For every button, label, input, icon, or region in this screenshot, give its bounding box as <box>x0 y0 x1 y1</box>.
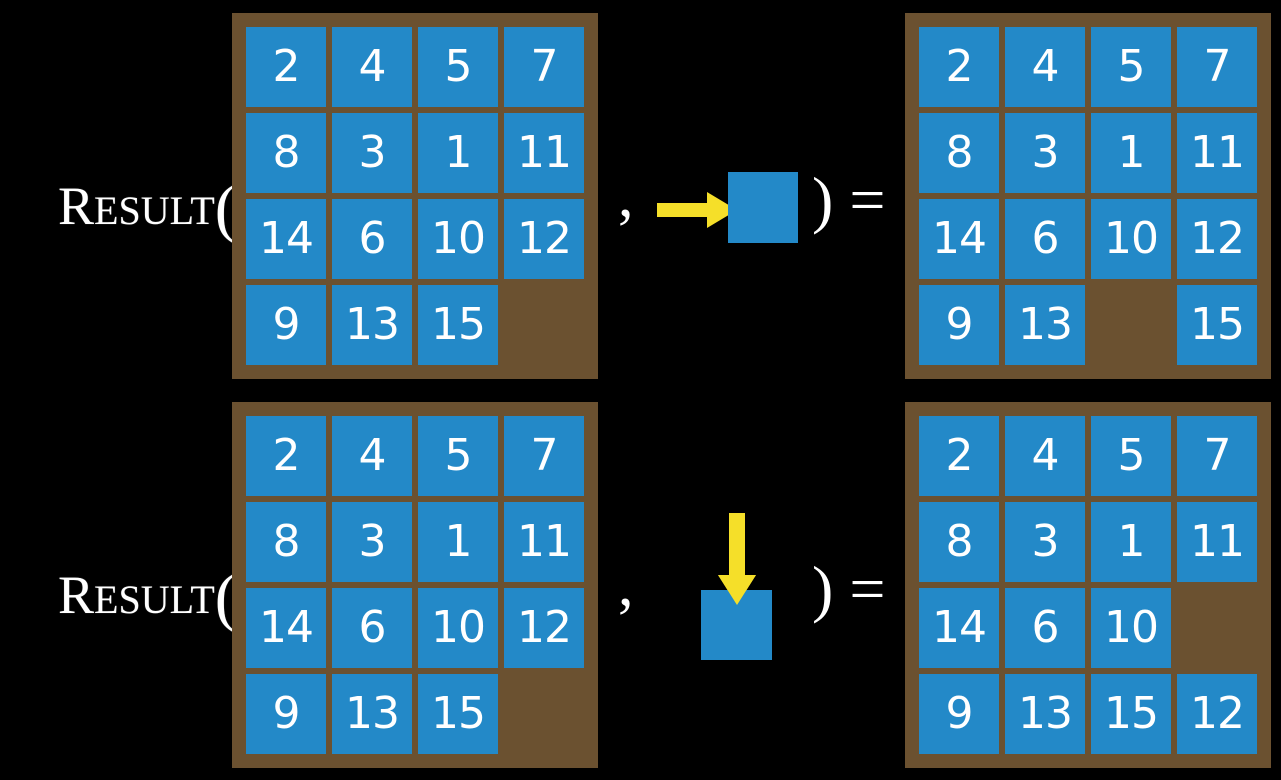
tile[interactable]: 14 <box>919 199 999 279</box>
tile[interactable]: 3 <box>1005 502 1085 582</box>
tile[interactable]: 12 <box>504 199 584 279</box>
tile[interactable]: 11 <box>504 502 584 582</box>
result-label-row-1: RESULT( <box>58 170 237 242</box>
tile[interactable]: 11 <box>504 113 584 193</box>
tile[interactable]: 14 <box>246 199 326 279</box>
tile[interactable]: 13 <box>332 285 412 365</box>
blank-tile <box>1177 588 1257 668</box>
tile[interactable]: 15 <box>418 674 498 754</box>
separator-comma-row-2: , <box>618 551 634 619</box>
blank-tile-target-row-1 <box>728 172 798 243</box>
tile[interactable]: 10 <box>418 588 498 668</box>
tile[interactable]: 11 <box>1177 113 1257 193</box>
tile[interactable]: 10 <box>1091 199 1171 279</box>
tile[interactable]: 6 <box>1005 199 1085 279</box>
tile[interactable]: 7 <box>504 27 584 107</box>
result-label-lead-row-1: R <box>58 176 95 236</box>
tile[interactable]: 5 <box>418 27 498 107</box>
tile[interactable]: 13 <box>1005 674 1085 754</box>
tile[interactable]: 14 <box>919 588 999 668</box>
result-label-rest-row-1: ESULT <box>94 188 215 233</box>
output-board-row-2[interactable]: 2 4 5 7 8 3 1 11 14 6 10 9 13 15 12 <box>905 402 1271 768</box>
tile[interactable]: 3 <box>332 502 412 582</box>
tile[interactable]: 5 <box>418 416 498 496</box>
tile[interactable]: 6 <box>332 199 412 279</box>
tile[interactable]: 2 <box>919 27 999 107</box>
arrow-down-icon-tip <box>718 513 756 605</box>
tile[interactable]: 7 <box>1177 27 1257 107</box>
tile[interactable]: 2 <box>246 416 326 496</box>
tile[interactable]: 10 <box>418 199 498 279</box>
tile[interactable]: 2 <box>246 27 326 107</box>
tile[interactable]: 1 <box>1091 502 1171 582</box>
result-open-paren-row-2: ( <box>214 561 237 634</box>
tile[interactable]: 8 <box>246 502 326 582</box>
tile[interactable]: 10 <box>1091 588 1171 668</box>
blank-tile <box>504 285 584 365</box>
tile[interactable]: 6 <box>332 588 412 668</box>
tile[interactable]: 12 <box>504 588 584 668</box>
tile[interactable]: 2 <box>919 416 999 496</box>
tile[interactable]: 7 <box>504 416 584 496</box>
tile[interactable]: 8 <box>919 502 999 582</box>
close-paren-equals-row-2: ) = <box>812 553 886 624</box>
tile[interactable]: 15 <box>1091 674 1171 754</box>
result-label-row-2: RESULT( <box>58 559 237 631</box>
tile[interactable]: 3 <box>332 113 412 193</box>
tile[interactable]: 1 <box>418 502 498 582</box>
tile[interactable]: 15 <box>1177 285 1257 365</box>
result-open-paren-row-1: ( <box>214 172 237 245</box>
tile[interactable]: 5 <box>1091 27 1171 107</box>
result-label-rest-row-2: ESULT <box>94 577 215 622</box>
tile[interactable]: 4 <box>1005 416 1085 496</box>
tile[interactable]: 7 <box>1177 416 1257 496</box>
blank-tile <box>504 674 584 754</box>
input-board-row-2[interactable]: 2 4 5 7 8 3 1 11 14 6 10 12 9 13 15 <box>232 402 598 768</box>
tile[interactable]: 9 <box>246 285 326 365</box>
tile[interactable]: 4 <box>1005 27 1085 107</box>
tile[interactable]: 6 <box>1005 588 1085 668</box>
tile[interactable]: 3 <box>1005 113 1085 193</box>
tile[interactable]: 8 <box>246 113 326 193</box>
blank-tile <box>1091 285 1171 365</box>
tile[interactable]: 4 <box>332 27 412 107</box>
tile[interactable]: 12 <box>1177 199 1257 279</box>
tile[interactable]: 13 <box>332 674 412 754</box>
tile[interactable]: 13 <box>1005 285 1085 365</box>
output-board-row-1[interactable]: 2 4 5 7 8 3 1 11 14 6 10 12 9 13 15 <box>905 13 1271 379</box>
tile[interactable]: 8 <box>919 113 999 193</box>
tile[interactable]: 12 <box>1177 674 1257 754</box>
arrow-right-icon <box>657 192 737 228</box>
result-label-lead-row-2: R <box>58 565 95 625</box>
tile[interactable]: 9 <box>246 674 326 754</box>
separator-comma-row-1: , <box>618 162 634 230</box>
tile[interactable]: 14 <box>246 588 326 668</box>
tile[interactable]: 1 <box>418 113 498 193</box>
tile[interactable]: 9 <box>919 285 999 365</box>
tile[interactable]: 11 <box>1177 502 1257 582</box>
tile[interactable]: 5 <box>1091 416 1171 496</box>
tile[interactable]: 15 <box>418 285 498 365</box>
tile[interactable]: 9 <box>919 674 999 754</box>
tile[interactable]: 1 <box>1091 113 1171 193</box>
tile[interactable]: 4 <box>332 416 412 496</box>
close-paren-equals-row-1: ) = <box>812 164 886 235</box>
input-board-row-1[interactable]: 2 4 5 7 8 3 1 11 14 6 10 12 9 13 15 <box>232 13 598 379</box>
